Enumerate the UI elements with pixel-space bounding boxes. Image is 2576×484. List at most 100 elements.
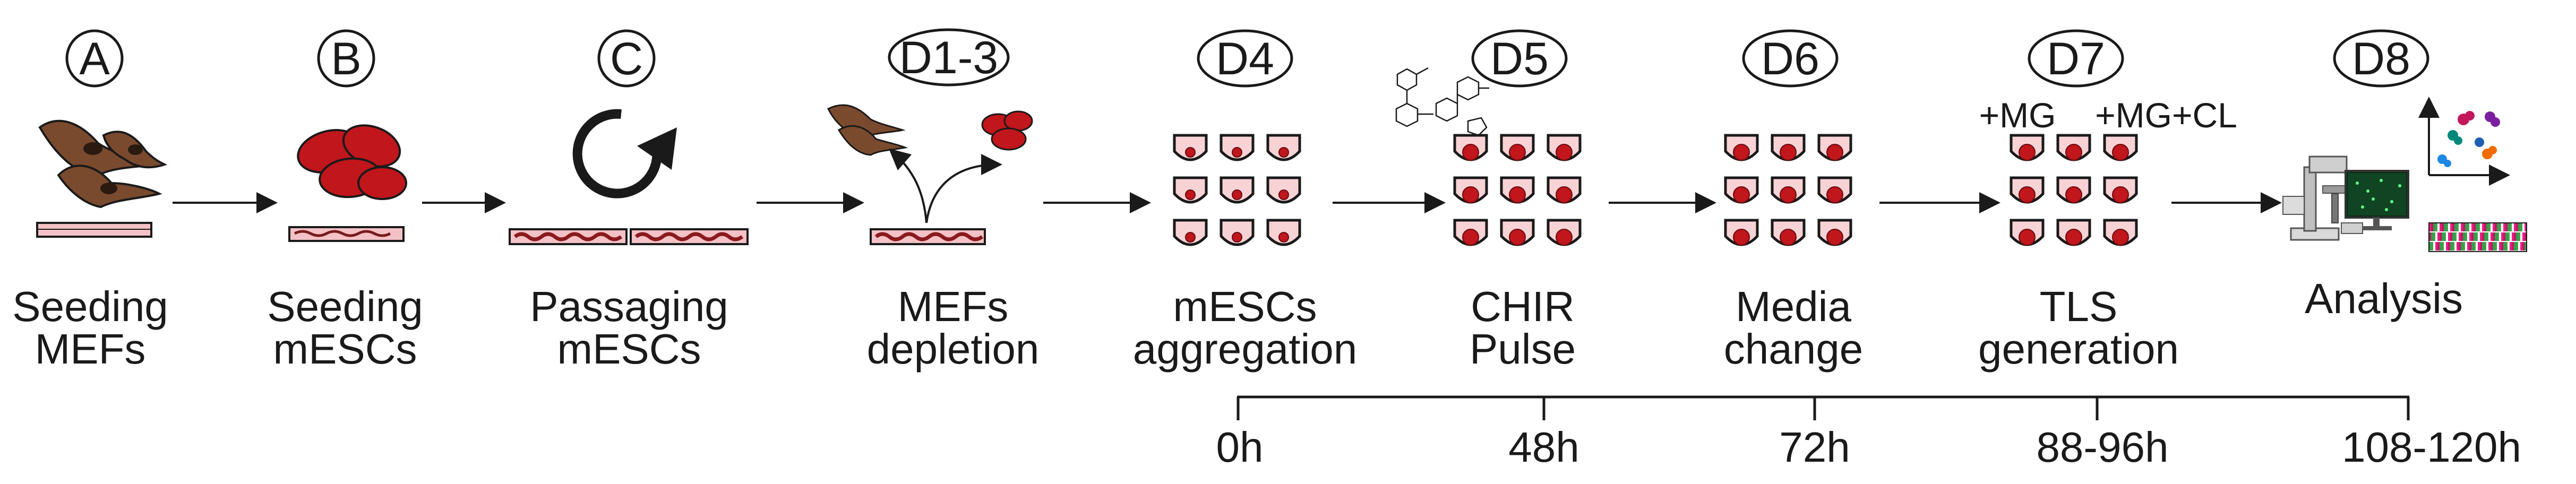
timeline: 0h 48h 72h 88-96h 108-120h: [1216, 395, 2521, 471]
sequencing-bar: [2486, 232, 2488, 241]
aggregate: [1826, 144, 1843, 161]
sequencing-bar: [2437, 223, 2440, 231]
step-a-label-line2: MEFs: [35, 325, 146, 373]
microscope-icon: [2282, 155, 2409, 241]
sequencing-bar: [2448, 232, 2450, 241]
sequencing-bar: [2469, 223, 2471, 231]
sequencing-bar: [2482, 242, 2484, 250]
sequencing-bar: [2505, 223, 2508, 231]
sequencing-bar: [2495, 232, 2497, 241]
sequencing-bar: [2505, 242, 2508, 250]
sequencing-bar: [2480, 242, 2482, 250]
sequencing-bar: [2522, 232, 2525, 241]
sequencing-bar: [2429, 232, 2431, 241]
sequencing-bar: [2465, 232, 2467, 241]
sequencing-bars-icon: [2428, 222, 2527, 252]
step-b-label-line1: Seeding: [267, 283, 423, 330]
aggregate: [1462, 186, 1479, 203]
sequencing-bar: [2508, 242, 2510, 250]
sequencing-bar: [2478, 232, 2480, 241]
culture-dish-icon: [509, 228, 749, 245]
aggregate: [1509, 229, 1526, 246]
mesc-cells-icon: [981, 110, 1033, 151]
sequencing-bar: [2514, 232, 2516, 241]
sequencing-bar: [2435, 223, 2437, 231]
aggregate: [1278, 147, 1289, 158]
sequencing-bar: [2474, 242, 2476, 250]
step-d7-label-line2: generation: [1978, 325, 2179, 373]
sequencing-bar: [2471, 223, 2474, 231]
sequencing-bar: [2495, 223, 2497, 231]
sequencing-bar: [2461, 223, 2463, 231]
sequencing-bar: [2437, 232, 2440, 241]
sequencing-bar: [2488, 232, 2491, 241]
sequencing-bar: [2497, 242, 2499, 250]
badge-d5: D5: [1471, 29, 1568, 88]
badge-c: C: [597, 29, 656, 88]
sequencing-bar: [2444, 232, 2446, 241]
sequencing-bar: [2516, 242, 2518, 250]
sequencing-bar: [2484, 242, 2486, 250]
sequencing-bar: [2482, 232, 2484, 241]
aggregate: [1185, 189, 1196, 200]
aggregate: [1232, 147, 1242, 158]
sequencing-bar: [2518, 223, 2520, 231]
step-c-label-line2: mESCs: [557, 325, 701, 373]
well-plate-icon: [1724, 134, 1852, 246]
chemical-structure-icon: [1395, 67, 1489, 136]
sequencing-bar: [2482, 223, 2484, 231]
sequencing-bar: [2471, 232, 2474, 241]
sequencing-bar: [2442, 223, 2444, 231]
sequencing-bar: [2508, 232, 2510, 241]
sequencing-bar: [2503, 232, 2505, 241]
sequencing-bar: [2493, 242, 2495, 250]
badge-a-label: A: [79, 33, 110, 84]
aggregate: [1185, 232, 1196, 243]
sequencing-bar: [2469, 232, 2471, 241]
sequencing-bar: [2525, 223, 2527, 231]
mef-cells-icon: [38, 119, 168, 209]
step-d1-3-label-line1: MEFs: [898, 283, 1009, 330]
aggregate: [1733, 144, 1750, 161]
sequencing-bar: [2486, 242, 2488, 250]
condition-mg-cl-label: +MG+CL: [2095, 96, 2237, 135]
badge-b-label: B: [331, 33, 361, 84]
sequencing-bar: [2440, 223, 2442, 231]
aggregate: [1462, 229, 1479, 246]
step-d6-label-line1: Media: [1736, 283, 1851, 330]
sequencing-bar: [2450, 242, 2452, 250]
timeline-tick-label-108-120h: 108-120h: [2342, 424, 2521, 471]
sequencing-bar: [2435, 242, 2437, 250]
timeline-tick-label-48h: 48h: [1508, 424, 1579, 471]
step-d5-label-line1: CHIR: [1471, 283, 1575, 330]
sequencing-bar: [2497, 223, 2499, 231]
condition-mg-label: +MG: [1979, 96, 2056, 135]
badge-d8: D8: [2333, 29, 2429, 88]
step-d5-label-line2: Pulse: [1470, 325, 1576, 373]
sequencing-bar: [2457, 223, 2459, 231]
sequencing-bar: [2463, 242, 2465, 250]
badge-d4-label: D4: [1216, 33, 1274, 84]
sequencing-frame: [2428, 222, 2527, 252]
aggregate: [1780, 229, 1797, 246]
sequencing-bar: [2514, 242, 2516, 250]
step-a-label-line1: Seeding: [12, 283, 168, 330]
scatter-plot-icon: [2418, 97, 2510, 186]
sequencing-bar: [2491, 232, 2493, 241]
aggregate: [1556, 144, 1573, 161]
sequencing-bar: [2457, 232, 2459, 241]
aggregate: [2112, 144, 2129, 161]
sequencing-bar: [2452, 232, 2454, 241]
badge-d4: D4: [1197, 29, 1293, 88]
step-c-label-line1: Passaging: [530, 283, 728, 330]
sequencing-bar: [2499, 242, 2501, 250]
sequencing-bar: [2471, 242, 2474, 250]
sequencing-bar: [2510, 242, 2512, 250]
sequencing-bar: [2454, 232, 2457, 241]
aggregate: [2112, 186, 2129, 203]
badge-b: B: [317, 29, 375, 88]
timeline-tick-label-72h: 72h: [1779, 424, 1850, 471]
aggregate: [2019, 186, 2036, 203]
sequencing-bar: [2440, 232, 2442, 241]
sequencing-bar: [2448, 223, 2450, 231]
